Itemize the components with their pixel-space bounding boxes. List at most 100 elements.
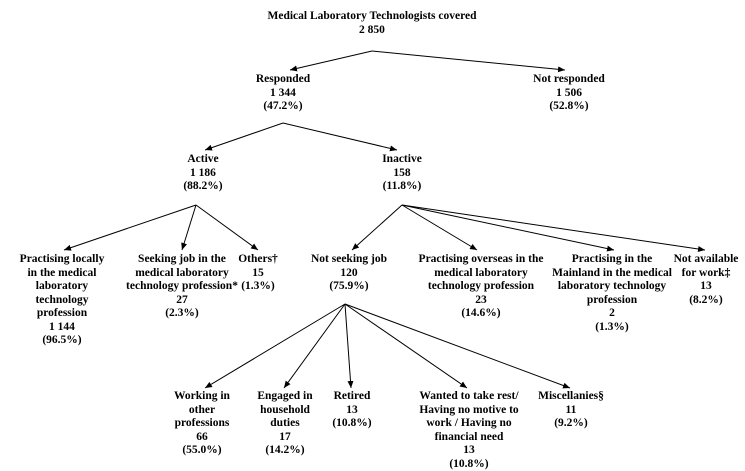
node-not-available-line: (8.2%) (674, 294, 739, 308)
node-practising-mainland-line: 2 (552, 307, 672, 321)
node-practising-locally-line: 1 144 (20, 321, 105, 335)
node-working-other-line: Working in (174, 390, 230, 404)
node-root-line: Medical Laboratory Technologists covered (267, 10, 476, 24)
edge-active-practising-locally (64, 205, 196, 250)
node-working-other: Working in other professions 66 (55.0%) (174, 390, 230, 458)
node-miscellanies: Miscellanies§ 11 (9.2%) (538, 390, 604, 431)
node-not-responded-line: (52.8%) (533, 100, 605, 114)
node-not-seeking: Not seeking job 120 (75.9%) (311, 253, 387, 294)
node-practising-mainland-line: (1.3%) (552, 321, 672, 335)
node-practising-locally-line: technology (20, 294, 105, 308)
node-working-other-line: professions (174, 417, 230, 431)
node-inactive-line: Inactive (382, 153, 422, 167)
node-practising-locally-line: (96.5%) (20, 334, 105, 348)
node-seeking-job-line: technology profession* (126, 280, 238, 294)
node-wanted-rest-line: (10.8%) (419, 458, 518, 471)
node-practising-locally: Practising locally in the medical labora… (20, 253, 105, 348)
node-responded-line: (47.2%) (256, 100, 310, 114)
node-wanted-rest: Wanted to take rest/ Having no motive to… (419, 390, 518, 471)
node-wanted-rest-line: Wanted to take rest/ (419, 390, 518, 404)
node-practising-overseas: Practising overseas in the medical labor… (419, 253, 544, 321)
node-practising-overseas-line: 23 (419, 294, 544, 308)
node-active-line: (88.2%) (183, 180, 222, 194)
node-not-available-line: Not available (674, 253, 739, 267)
node-miscellanies-line: 11 (538, 404, 604, 418)
node-practising-mainland-line: Mainland in the medical (552, 267, 672, 281)
node-practising-mainland: Practising in the Mainland in the medica… (552, 253, 672, 334)
node-root-line: 2 850 (267, 24, 476, 38)
node-practising-overseas-line: technology profession (419, 280, 544, 294)
node-not-responded-line: Not responded (533, 73, 605, 87)
node-not-seeking-line: Not seeking job (311, 253, 387, 267)
node-working-other-line: (55.0%) (174, 444, 230, 458)
edge-root-responded (290, 51, 372, 70)
node-active-line: 1 186 (183, 167, 222, 181)
node-retired-line: 13 (332, 404, 371, 418)
node-responded-line: Responded (256, 73, 310, 87)
node-not-seeking-line: 120 (311, 267, 387, 281)
node-wanted-rest-line: financial need (419, 431, 518, 445)
node-seeking-job-line: (2.3%) (126, 307, 238, 321)
node-inactive-line: (11.8%) (382, 180, 422, 194)
node-practising-overseas-line: medical laboratory (419, 267, 544, 281)
edge-not-seeking-retired (345, 304, 351, 388)
node-others-line: (1.3%) (238, 280, 278, 294)
node-practising-overseas-line: Practising overseas in the (419, 253, 544, 267)
node-not-seeking-line: (75.9%) (311, 280, 387, 294)
node-miscellanies-line: Miscellanies§ (538, 390, 604, 404)
edge-inactive-not-available (402, 205, 705, 250)
node-household: Engaged in household duties 17 (14.2%) (257, 390, 312, 458)
node-inactive-line: 158 (382, 167, 422, 181)
node-responded: Responded 1 344 (47.2%) (256, 73, 310, 114)
node-household-line: Engaged in (257, 390, 312, 404)
node-household-line: duties (257, 417, 312, 431)
node-wanted-rest-line: work / Having no (419, 417, 518, 431)
node-wanted-rest-line: 13 (419, 444, 518, 458)
node-household-line: (14.2%) (257, 444, 312, 458)
node-seeking-job: Seeking job in the medical laboratory te… (126, 253, 238, 321)
node-practising-locally-line: in the medical (20, 267, 105, 281)
node-practising-mainland-line: Practising in the (552, 253, 672, 267)
node-seeking-job-line: medical laboratory (126, 267, 238, 281)
node-seeking-job-line: Seeking job in the (126, 253, 238, 267)
edge-responded-active (205, 123, 283, 150)
node-practising-locally-line: profession (20, 307, 105, 321)
node-not-available: Not available for work‡ 13 (8.2%) (674, 253, 739, 307)
node-practising-mainland-line: profession (552, 294, 672, 308)
node-miscellanies-line: (9.2%) (538, 417, 604, 431)
node-wanted-rest-line: Having no motive to (419, 404, 518, 418)
edge-inactive-overseas (402, 205, 477, 250)
node-seeking-job-line: 27 (126, 294, 238, 308)
node-practising-locally-line: Practising locally (20, 253, 105, 267)
node-working-other-line: 66 (174, 431, 230, 445)
edge-inactive-not-seeking (352, 205, 402, 250)
edge-inactive-mainland (402, 205, 614, 250)
node-inactive: Inactive 158 (11.8%) (382, 153, 422, 194)
node-practising-overseas-line: (14.6%) (419, 307, 544, 321)
node-household-line: 17 (257, 431, 312, 445)
node-active-line: Active (183, 153, 222, 167)
node-working-other-line: other (174, 404, 230, 418)
node-not-responded-line: 1 506 (533, 87, 605, 101)
node-root: Medical Laboratory Technologists covered… (267, 10, 476, 37)
edge-root-not-responded (372, 51, 565, 70)
node-practising-locally-line: laboratory (20, 280, 105, 294)
edge-responded-inactive (283, 123, 397, 150)
node-active: Active 1 186 (88.2%) (183, 153, 222, 194)
node-retired-line: Retired (332, 390, 371, 404)
node-not-responded: Not responded 1 506 (52.8%) (533, 73, 605, 114)
node-others-line: 15 (238, 267, 278, 281)
edge-active-seeking-job (182, 205, 196, 250)
node-household-line: household (257, 404, 312, 418)
node-not-available-line: 13 (674, 280, 739, 294)
node-practising-mainland-line: laboratory technology (552, 280, 672, 294)
node-others: Others† 15 (1.3%) (238, 253, 278, 294)
node-retired-line: (10.8%) (332, 417, 371, 431)
node-responded-line: 1 344 (256, 87, 310, 101)
edge-active-others (196, 205, 258, 250)
node-others-line: Others† (238, 253, 278, 267)
node-retired: Retired 13 (10.8%) (332, 390, 371, 431)
edge-not-seeking-household (284, 304, 345, 388)
